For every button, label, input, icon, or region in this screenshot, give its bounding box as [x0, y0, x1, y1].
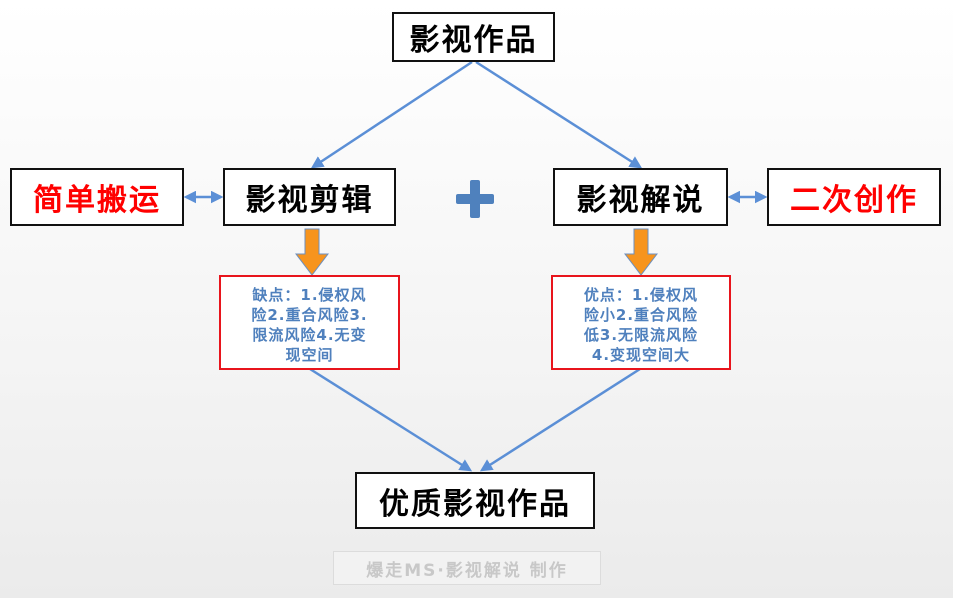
node-film-commentary: 影视解说: [553, 168, 728, 226]
node-film-works: 影视作品: [392, 12, 555, 62]
arrow-top-to-commentary: [475, 60, 643, 169]
note-line: 优点：1.侵权风: [583, 286, 699, 304]
note-line: 缺点：1.侵权风: [252, 286, 367, 304]
note-line: 限流风险4.无变: [252, 326, 367, 344]
arrow-pros-to-result: [479, 367, 641, 472]
note-line: 险2.重合风险3.: [251, 306, 368, 324]
note-line: 现空间: [285, 346, 334, 364]
node-second-creation: 二次创作: [767, 168, 941, 226]
note-line: 低3.无限流风险: [583, 326, 699, 344]
orange-down-arrow-right: [624, 228, 658, 276]
node-quality-works: 优质影视作品: [355, 472, 595, 529]
note-line: 4.变现空间大: [591, 346, 691, 364]
arrow-top-to-edit: [310, 60, 473, 169]
node-film-editing: 影视剪辑: [223, 168, 396, 226]
commentary-pros-note: 优点：1.侵权风 险小2.重合风险 低3.无限流风险 4.变现空间大: [551, 275, 731, 370]
note-line: 险小2.重合风险: [583, 306, 699, 324]
arrow-cons-to-result: [309, 367, 473, 472]
orange-down-arrow-left: [295, 228, 329, 276]
watermark: 爆走MS·影视解说 制作: [333, 551, 601, 585]
editing-cons-note: 缺点：1.侵权风 险2.重合风险3. 限流风险4.无变 现空间: [219, 275, 400, 370]
node-simple-move: 简单搬运: [10, 168, 184, 226]
plus-icon: [456, 180, 494, 218]
